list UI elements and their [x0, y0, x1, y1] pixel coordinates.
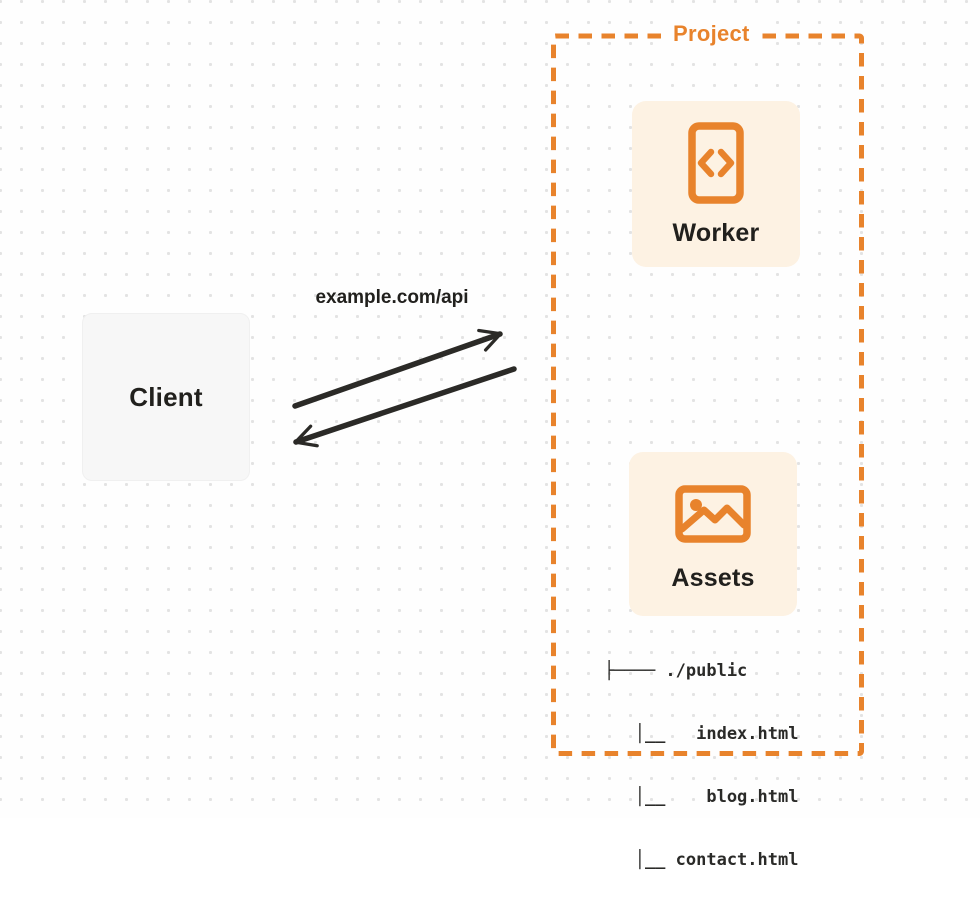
file-tree-line-blog: │__ blog.html [604, 787, 799, 807]
worker-node: Worker [632, 101, 800, 267]
request-url-label: example.com/api [315, 287, 469, 308]
client-label: Client [129, 381, 203, 412]
assets-file-tree: ├──── ./public │__ index.html │__ blog.h… [604, 619, 798, 913]
client-node: Client [82, 313, 250, 481]
assets-label: Assets [671, 564, 755, 592]
project-boundary-label: Project [664, 21, 759, 47]
code-file-icon [688, 122, 744, 204]
assets-node: Assets [629, 452, 797, 616]
project-boundary-border [551, 33, 864, 756]
worker-label: Worker [672, 219, 760, 247]
file-tree-line-root: ├──── ./public [604, 661, 748, 681]
file-tree-line-contact: │__ contact.html [604, 850, 799, 870]
response-arrow [293, 366, 517, 448]
diagram-overlay [292, 33, 864, 756]
request-arrow [292, 328, 503, 409]
image-icon [675, 485, 751, 543]
file-tree-line-index: │__ index.html [604, 724, 799, 744]
diagram-canvas: Client example.com/api Project Worker As… [0, 0, 980, 870]
